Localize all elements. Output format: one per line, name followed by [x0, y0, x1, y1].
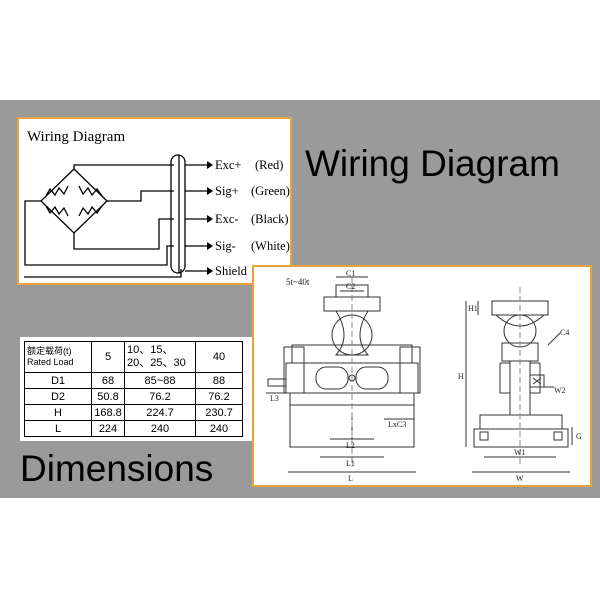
dim-label-w2: W2 — [554, 386, 566, 395]
wire-color-white: (White) — [251, 239, 290, 253]
header-rated-load-en: Rated Load — [27, 357, 74, 367]
wire-label-exc-minus: Exc- — [215, 212, 239, 226]
table-header-row: 额定载荷(t) Rated Load 5 10、15、20、25、30 40 — [24, 341, 243, 373]
dim-label-w1: W1 — [514, 448, 526, 457]
dimension-drawing-svg: 5t~40t — [266, 269, 582, 483]
table-cell: 88 — [195, 372, 243, 389]
dim-label-l: L — [348, 474, 353, 483]
wiring-diagram-panel: Wiring Diagram — [17, 117, 292, 285]
row-name: D1 — [24, 372, 92, 389]
dim-label-h1: H1 — [468, 304, 478, 313]
wire-arrows — [207, 161, 213, 275]
row-name: H — [24, 404, 92, 421]
table-row: H 168.8 224.7 230.7 — [24, 404, 243, 421]
wiring-diagram-heading: Wiring Diagram — [305, 143, 560, 184]
header-col-10-30: 10、15、20、25、30 — [124, 341, 196, 373]
wire-label-sig-minus: Sig- — [215, 239, 236, 253]
dim-label-g: G — [576, 432, 582, 441]
table-cell: 224 — [91, 420, 125, 437]
header-col-40: 40 — [195, 341, 243, 373]
dim-label-l3: L3 — [270, 394, 279, 403]
wire-color-green: (Green) — [251, 184, 290, 198]
wire-label-shield: Shield — [215, 264, 248, 278]
table-cell: 85~88 — [124, 372, 196, 389]
table-cell: 240 — [124, 420, 196, 437]
table-row: D1 68 85~88 88 — [24, 372, 243, 389]
dim-label-l2: L2 — [346, 441, 355, 450]
table-cell: 230.7 — [195, 404, 243, 421]
dim-label-h: H — [458, 372, 464, 381]
side-view — [465, 287, 573, 473]
resistor-top-left — [45, 185, 69, 197]
cable-gland — [267, 378, 287, 387]
wire-color-red: (Red) — [255, 158, 283, 172]
table-row: D2 50.8 76.2 76.2 — [24, 388, 243, 405]
header-col-5: 5 — [91, 341, 125, 373]
dim-label-c4: C4 — [560, 328, 569, 337]
table-cell: 68 — [91, 372, 125, 389]
rated-load-table: 额定载荷(t) Rated Load 5 10、15、20、25、30 40 D… — [24, 341, 243, 437]
table-cell: 224.7 — [124, 404, 196, 421]
resistor-bottom-left — [45, 205, 69, 217]
table-row: L 224 240 240 — [24, 420, 243, 437]
dimensions-heading: Dimensions — [20, 448, 214, 489]
wheatstone-bridge — [24, 154, 207, 278]
table-cell: 76.2 — [195, 388, 243, 405]
dim-label-lxc3: LxC3 — [388, 420, 406, 429]
row-name: D2 — [24, 388, 92, 405]
wiring-panel-title: Wiring Diagram — [27, 129, 125, 145]
table-cell: 76.2 — [124, 388, 196, 405]
wiring-diagram-svg: Wiring Diagram — [24, 129, 290, 278]
wire-label-exc-plus: Exc+ — [215, 158, 241, 172]
resistor-top-right — [78, 185, 103, 197]
table-cell: 168.8 — [91, 404, 125, 421]
front-view — [266, 276, 421, 473]
wire-label-sig-plus: Sig+ — [215, 184, 239, 198]
dim-label-c2: C2 — [346, 282, 355, 291]
ball-joint — [334, 310, 370, 356]
dim-label-w: W — [516, 474, 524, 483]
header-rated-load: 额定载荷(t) Rated Load — [24, 341, 92, 373]
table-cell: 50.8 — [91, 388, 125, 405]
wire-color-black: (Black) — [251, 212, 288, 226]
capacity-range-label: 5t~40t — [286, 277, 310, 287]
dimension-drawing-panel: 5t~40t — [252, 265, 592, 487]
table-cell: 240 — [195, 420, 243, 437]
dim-label-c1: C1 — [346, 269, 355, 278]
row-name: L — [24, 420, 92, 437]
spec-table-panel: 额定载荷(t) Rated Load 5 10、15、20、25、30 40 D… — [20, 337, 252, 441]
dim-label-l1: L1 — [346, 459, 355, 468]
resistor-bottom-right — [78, 205, 103, 217]
header-rated-load-cn: 额定载荷(t) — [27, 346, 72, 356]
